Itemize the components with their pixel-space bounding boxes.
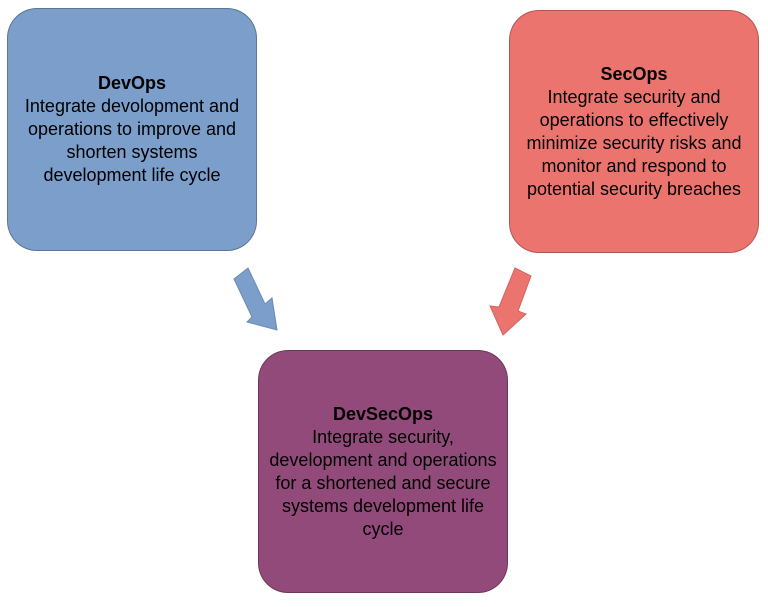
devops-title: DevOps [97, 73, 167, 93]
devsecops-box: DevSecOps Integrate security, developmen… [258, 350, 508, 593]
devops-to-devsecops-arrow [233, 267, 278, 331]
secops-to-devsecops-arrow [489, 267, 532, 336]
secops-description: Integrate security and operations to eff… [526, 86, 742, 199]
secops-title: SecOps [600, 63, 668, 84]
devops-description: Integrate devolopment and operations to … [24, 96, 240, 185]
devsecops-description: Integrate security, development and oper… [269, 426, 497, 539]
secops-box: SecOps Integrate security and operations… [509, 10, 759, 253]
devsecops-title: DevSecOps [332, 403, 434, 424]
devops-box: DevOps Integrate devolopment and operati… [7, 8, 257, 251]
